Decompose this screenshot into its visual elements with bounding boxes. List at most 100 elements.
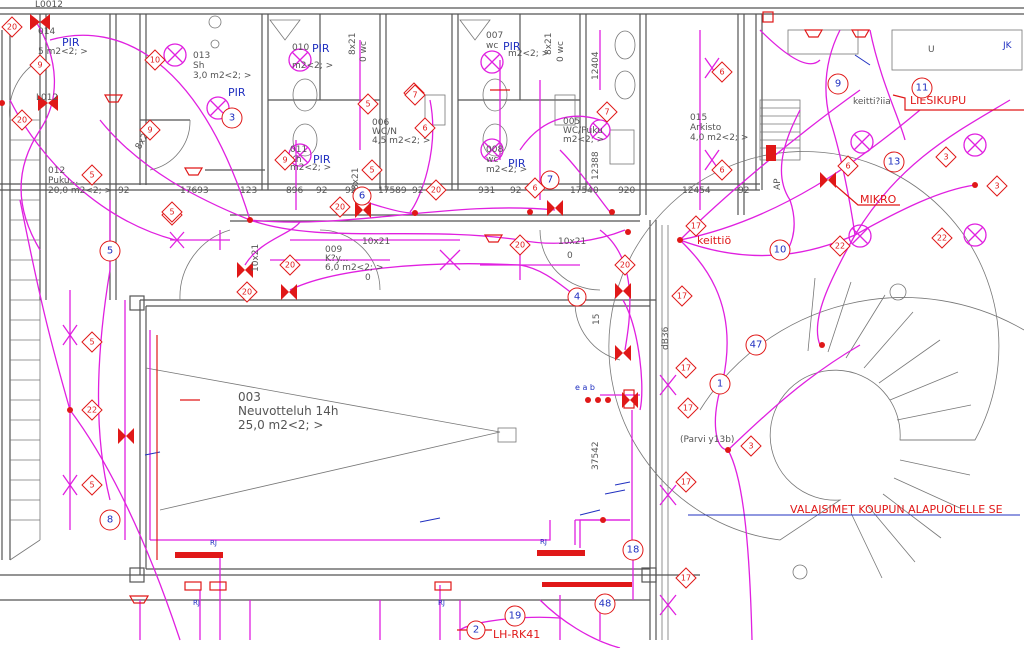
- valve-symbol: [281, 284, 297, 300]
- rj-label: RJ: [540, 538, 547, 546]
- valve-symbol: [615, 283, 631, 299]
- rj-label: RJ: [438, 599, 445, 607]
- circuit-marker: 19: [504, 605, 526, 627]
- device-marker: 9: [139, 119, 161, 141]
- device-marker-number: 17: [681, 478, 691, 487]
- room-012-area: 20,0 m2<2; >: [48, 186, 112, 196]
- door-size-label: 10x21: [558, 237, 586, 247]
- parvi-label: (Parvi y13b): [680, 435, 734, 445]
- device-marker: 5: [361, 159, 383, 181]
- light-fixture: [480, 50, 504, 74]
- mikro-label: MIKRO: [860, 193, 897, 206]
- keittio-label: keittiö: [697, 234, 731, 247]
- room-012-name: Puku...: [48, 176, 78, 186]
- wc-label: 0 wc: [359, 41, 369, 62]
- device-marker: 5: [357, 93, 379, 115]
- device-marker: 3: [986, 175, 1008, 197]
- svg-text:47: 47: [750, 340, 763, 351]
- dimension-text: 12454: [682, 186, 711, 196]
- device-marker: 20: [425, 179, 447, 201]
- jk-label: JK: [1002, 41, 1013, 51]
- device-marker: 6: [837, 155, 859, 177]
- dimension-text: 92: [118, 186, 129, 196]
- circuit-marker: 11: [911, 77, 933, 99]
- dimension-text: 92: [510, 186, 521, 196]
- dimension-text: 0: [365, 273, 371, 283]
- device-marker-number: 7: [412, 91, 417, 100]
- device-marker-number: 20: [431, 186, 441, 195]
- door-size-label: 8x21: [544, 32, 554, 55]
- lh-rk41-label: LH-RK41: [493, 628, 540, 641]
- dimension-text: 0: [567, 251, 573, 261]
- room-006-number: 006: [372, 118, 389, 128]
- svg-text:1: 1: [717, 379, 723, 390]
- red-devices: [0, 11, 978, 604]
- light-fixture: [480, 138, 504, 162]
- svg-text:4: 4: [574, 292, 580, 303]
- light-fixture: [963, 223, 987, 247]
- device-marker-number: 5: [169, 208, 174, 217]
- device-marker: 17: [671, 285, 693, 307]
- device-marker-number: 6: [845, 162, 850, 171]
- door-size-label: 8x21: [348, 32, 358, 55]
- dimension-text: 17540: [570, 186, 599, 196]
- svg-text:19: 19: [509, 611, 522, 622]
- room-013-area: 3,0 m2<2; >: [193, 71, 251, 81]
- circuit-marker: 3: [221, 107, 243, 129]
- valve-symbol: [118, 428, 134, 444]
- device-marker: 17: [675, 567, 697, 589]
- light-fixture: [589, 119, 611, 141]
- room-003-area: 25,0 m2<2; >: [238, 418, 323, 432]
- svg-text:7: 7: [547, 175, 553, 186]
- room-015-area: 4,0 m2<2; >: [690, 133, 748, 143]
- device-number-markers: 2092010957659520202020205225171717171717…: [1, 16, 1008, 589]
- device-marker-number: 3: [994, 182, 999, 191]
- room-008-name: wc: [486, 155, 498, 165]
- blue-leaders: [144, 54, 1020, 523]
- device-marker: 22: [81, 399, 103, 421]
- u-label: U: [928, 45, 935, 55]
- pir-label: PIR: [503, 40, 521, 53]
- room-011-area: m2<2; >: [290, 163, 331, 173]
- device-marker: 7: [596, 101, 618, 123]
- room-006-area: 4,5 m2<2; >: [372, 136, 430, 146]
- pir-label: PIR: [62, 36, 80, 49]
- room-009-name: K?y...: [325, 254, 348, 264]
- dimension-text: dB36: [661, 326, 671, 350]
- annotations: PIR PIR PIR PIR PIR PIR keittiö keitti?i…: [62, 36, 1024, 641]
- device-marker-number: 20: [17, 116, 27, 125]
- device-marker: 10: [144, 49, 166, 71]
- pir-label: PIR: [313, 153, 331, 166]
- device-marker: 3: [935, 146, 957, 168]
- dimension-text: 15: [592, 314, 602, 325]
- circuit-marker: 2: [466, 620, 486, 640]
- circuit-marker: 6: [352, 186, 372, 206]
- device-marker: 20: [236, 281, 258, 303]
- room-003-name: Neuvotteluh 14h: [238, 404, 338, 418]
- device-marker: 17: [675, 471, 697, 493]
- room-008-number: 008: [486, 145, 503, 155]
- room-010-area: m2<2; >: [292, 61, 333, 71]
- device-marker: 22: [931, 227, 953, 249]
- pir-label: PIR: [312, 42, 330, 55]
- device-marker: 3: [740, 435, 762, 457]
- device-marker-number: 20: [335, 203, 345, 212]
- room-015-name: Arkisto: [690, 123, 722, 133]
- svg-text:6: 6: [359, 191, 365, 202]
- device-marker: 17: [675, 357, 697, 379]
- valaisimet-note: VALAISIMET KOUPUN ALAPUOLELLE SE: [790, 503, 1003, 516]
- circuit-marker: 10: [769, 239, 791, 261]
- svg-text:10: 10: [774, 245, 787, 256]
- dimension-text: 931: [478, 186, 495, 196]
- device-marker-number: 5: [369, 166, 374, 175]
- device-marker: 17: [677, 397, 699, 419]
- device-marker-number: 5: [89, 338, 94, 347]
- device-marker: 20: [329, 196, 351, 218]
- dimension-text: 37542: [591, 441, 601, 470]
- dimension-text: 17693: [180, 186, 209, 196]
- svg-text:18: 18: [627, 545, 640, 556]
- room-005-area: m2<2; >: [563, 135, 604, 145]
- rj-label: RJ: [193, 599, 200, 607]
- circuit-marker: 48: [594, 593, 616, 615]
